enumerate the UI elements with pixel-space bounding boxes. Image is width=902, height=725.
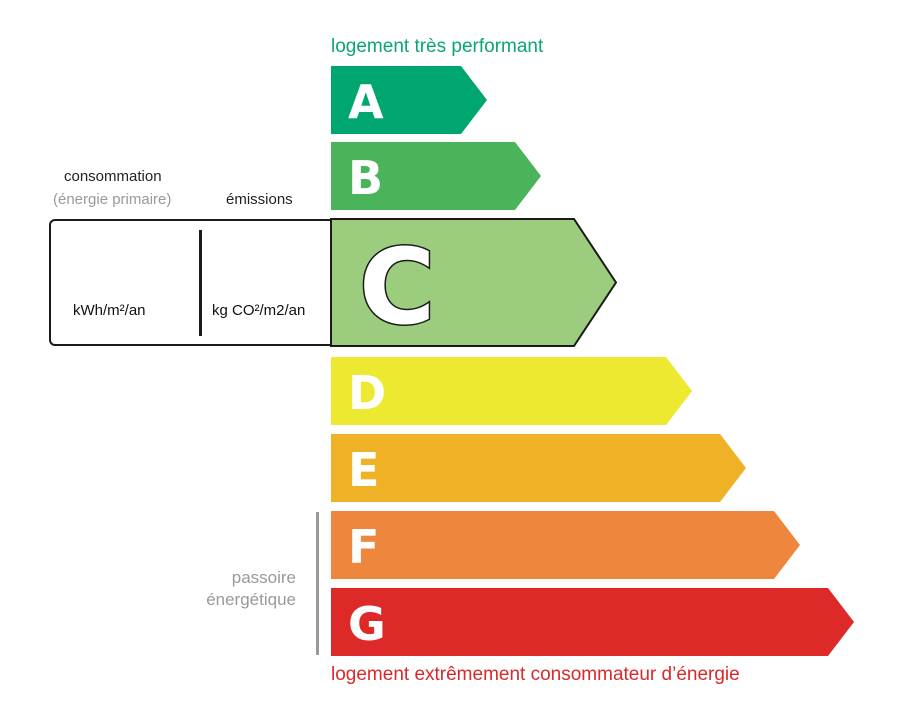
emissions-label: émissions bbox=[226, 191, 293, 208]
class-band-a bbox=[331, 66, 487, 134]
class-letter-b: B bbox=[348, 151, 383, 205]
class-band-g bbox=[331, 588, 854, 656]
passoire-line-1: passoire bbox=[231, 568, 296, 587]
passoire-line-2: énergétique bbox=[206, 590, 296, 609]
class-letter-g: G bbox=[348, 597, 386, 651]
selected-class-value-box bbox=[49, 219, 333, 346]
class-band-b bbox=[331, 142, 541, 210]
consumption-unit: kWh/m²/an bbox=[73, 302, 146, 319]
top-caption: logement très performant bbox=[331, 36, 544, 57]
class-band-e bbox=[331, 434, 746, 502]
class-letter-c: C bbox=[359, 226, 435, 348]
class-band-f bbox=[331, 511, 800, 579]
class-band-c bbox=[330, 218, 618, 347]
primary-energy-label: (énergie primaire) bbox=[53, 191, 172, 208]
passoire-label: passoire énergétique bbox=[160, 567, 296, 611]
bottom-caption: logement extrêmement consommateur d’éner… bbox=[331, 664, 740, 685]
passoire-bracket bbox=[316, 512, 319, 655]
class-letter-d: D bbox=[348, 366, 386, 420]
value-box-divider bbox=[199, 230, 202, 336]
consumption-label: consommation bbox=[64, 168, 162, 185]
class-letter-e: E bbox=[348, 443, 379, 497]
class-letter-a: A bbox=[348, 75, 384, 129]
class-band-d bbox=[331, 357, 692, 425]
class-letter-f: F bbox=[348, 520, 379, 574]
emissions-unit: kg CO²/m2/an bbox=[212, 302, 306, 319]
